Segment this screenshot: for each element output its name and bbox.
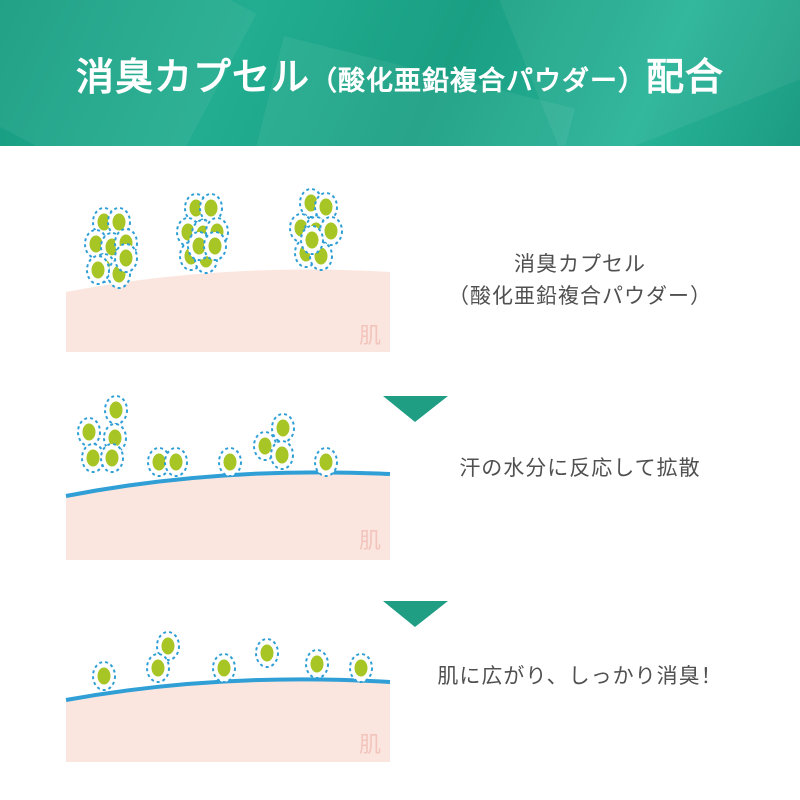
capsule-core [204,199,218,217]
title-main: 消臭カプセル [75,55,310,99]
caption-line: 汗の水分に反応して拡散 [459,456,701,480]
capsule-clusters [84,188,343,289]
capsule-core [151,659,165,677]
capsule-core [152,453,166,471]
capsule-core [189,199,203,217]
capsule-core [86,449,100,467]
arrow-down-icon [383,601,448,627]
skin-area [66,679,390,762]
stage-2-caption: 汗の水分に反応して拡散 [430,452,730,484]
skin-label: 肌 [359,733,381,758]
capsule-core [319,453,333,471]
stage-1-caption: 消臭カプセル （酸化亜鉛複合パウダー） [430,248,730,312]
capsule-core [223,453,237,471]
capsule-core [324,222,338,240]
stage-1: 肌 [66,188,390,352]
skin-label: 肌 [359,529,381,554]
stage-3-caption: 肌に広がり、しっかり消臭！ [430,660,730,692]
capsule-core [89,235,103,253]
title-sub: （酸化亜鉛複合パウダー） [310,66,646,97]
skin-area [66,269,390,352]
capsule-core [105,449,119,467]
capsule-core [258,437,272,455]
capsule-core [97,667,111,685]
capsule-core [169,453,183,471]
capsule-core [354,659,368,677]
capsule-core [310,655,324,673]
capsule-core [161,637,175,655]
capsule-core [305,231,319,249]
capsule-core [276,419,290,437]
stage-2: 肌 [65,395,391,560]
capsule-core [275,446,289,464]
caption-line: 消臭カプセル [514,252,646,276]
caption-line: （酸化亜鉛複合パウダー） [448,284,712,308]
capsule-core [108,429,122,447]
skin-label: 肌 [359,324,381,349]
arrow-down-icon [383,396,448,422]
sweat-line [65,470,391,498]
capsule-core [217,659,231,677]
capsule-core [119,249,133,267]
caption-line: 肌に広がり、しっかり消臭！ [437,664,723,688]
header-banner: 消臭カプセル（酸化亜鉛複合パウダー）配合 [0,0,800,146]
capsule-core [260,644,274,662]
page-title: 消臭カプセル（酸化亜鉛複合パウダー）配合 [0,46,800,101]
capsule-core [82,423,96,441]
capsule-core [192,237,206,255]
capsule-clusters [77,395,338,477]
capsule-core [109,401,123,419]
title-end: 配合 [646,55,725,99]
capsule-core [319,198,333,216]
skin-area [66,472,390,560]
capsule-core [91,261,105,279]
stage-3: 肌 [65,631,391,762]
capsule-clusters [92,631,373,691]
capsule-core [97,213,111,231]
capsule-core [208,237,222,255]
capsule-core [112,213,126,231]
